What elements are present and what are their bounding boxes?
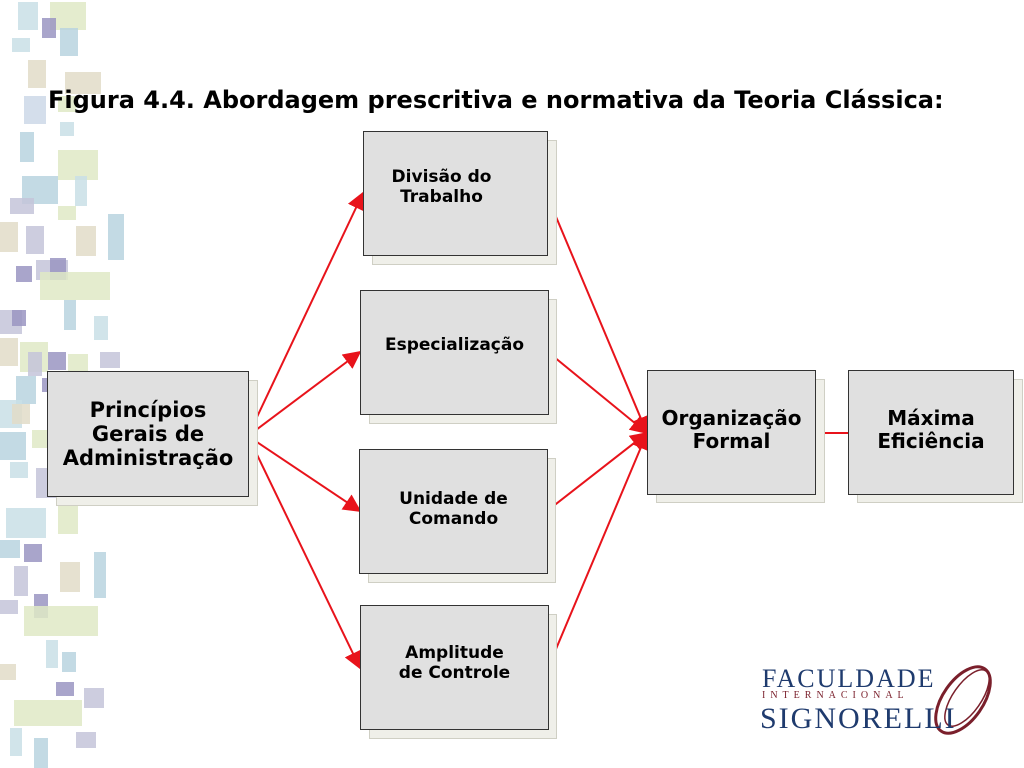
decorative-square bbox=[12, 38, 30, 52]
box-line: de Controle bbox=[398, 662, 511, 683]
box-organizacao-formal: Organização Formal bbox=[647, 370, 816, 495]
decorative-square bbox=[42, 18, 56, 38]
decorative-square bbox=[18, 2, 38, 30]
arrow-divisao-to-organizacao bbox=[545, 192, 650, 435]
decorative-square bbox=[94, 316, 108, 340]
box-line: Formal bbox=[692, 429, 771, 453]
decorative-square bbox=[0, 432, 26, 460]
decorative-square bbox=[56, 682, 74, 696]
arrow-principios-to-divisao bbox=[247, 191, 365, 437]
decorative-squares-pattern bbox=[0, 0, 135, 768]
decorative-square bbox=[32, 430, 50, 448]
decorative-square bbox=[48, 352, 66, 370]
decorative-square bbox=[75, 176, 87, 206]
box-line: Comando bbox=[408, 508, 499, 529]
decorative-square bbox=[65, 72, 101, 94]
decorative-square bbox=[60, 562, 80, 592]
box-line: Trabalho bbox=[400, 186, 483, 207]
decorative-square bbox=[0, 540, 20, 558]
decorative-square bbox=[28, 60, 46, 88]
box-line: Máxima bbox=[887, 406, 975, 430]
decorative-square bbox=[62, 652, 76, 672]
decorative-square bbox=[24, 544, 42, 562]
decorative-square bbox=[28, 352, 42, 376]
arrow-amplitude-to-organizacao bbox=[547, 431, 650, 669]
box-line: Amplitude bbox=[405, 643, 504, 663]
box-principios-gerais: Princípios Gerais de Administração bbox=[47, 371, 249, 497]
decorative-square bbox=[16, 376, 36, 404]
box-unidade-de-comando: Unidade de Comando bbox=[359, 449, 548, 574]
box-amplitude-de-controle: Amplitude de Controle bbox=[360, 605, 549, 730]
box-line: Administração bbox=[62, 446, 234, 471]
box-line: Divisão do bbox=[391, 167, 492, 187]
box-line: Organização bbox=[661, 406, 802, 430]
arrow-unidade-to-organizacao bbox=[546, 431, 649, 512]
decorative-square bbox=[24, 96, 46, 124]
logo-text-signorelli: SIGNORELLI bbox=[760, 702, 957, 735]
decorative-square bbox=[12, 310, 26, 326]
decorative-square bbox=[94, 552, 106, 598]
decorative-square bbox=[108, 214, 124, 260]
decorative-square bbox=[10, 728, 22, 756]
logo-swirl-icon bbox=[934, 665, 992, 735]
box-line: Especialização bbox=[384, 335, 525, 355]
decorative-square bbox=[50, 2, 86, 30]
decorative-square bbox=[16, 266, 32, 282]
decorative-square bbox=[12, 404, 30, 424]
decorative-square bbox=[100, 352, 120, 368]
logo-text-faculdade: FACULDADE bbox=[762, 664, 936, 693]
logo-text-internacional: INTERNACIONAL bbox=[762, 690, 909, 701]
figure-title: Figura 4.4. Abordagem prescritiva e norm… bbox=[48, 86, 944, 114]
decorative-square bbox=[6, 508, 46, 538]
decorative-square bbox=[76, 226, 96, 256]
decorative-square bbox=[24, 606, 98, 636]
arrow-principios-to-amplitude bbox=[247, 435, 362, 670]
decorative-square bbox=[58, 96, 76, 112]
box-especializacao: Especialização bbox=[360, 290, 549, 415]
decorative-square bbox=[26, 226, 44, 254]
decorative-square bbox=[0, 664, 16, 680]
decorative-square bbox=[46, 640, 58, 668]
decorative-square bbox=[0, 600, 18, 614]
box-line: Princípios bbox=[89, 397, 207, 422]
decorative-square bbox=[58, 506, 78, 534]
decorative-square bbox=[84, 688, 104, 708]
decorative-square bbox=[14, 700, 82, 726]
decorative-square bbox=[14, 566, 28, 596]
decorative-square bbox=[0, 338, 18, 366]
decorative-square bbox=[58, 206, 76, 220]
arrow-especializacao-to-organizacao bbox=[547, 351, 649, 435]
box-line: Unidade de bbox=[399, 489, 508, 509]
box-maxima-eficiencia: Máxima Eficiência bbox=[848, 370, 1014, 495]
decorative-square bbox=[60, 28, 78, 56]
decorative-square bbox=[10, 198, 34, 214]
decorative-square bbox=[20, 132, 34, 162]
box-line: Gerais de bbox=[91, 421, 205, 446]
decorative-square bbox=[40, 272, 110, 300]
decorative-square bbox=[60, 122, 74, 136]
decorative-square bbox=[34, 738, 48, 768]
decorative-square bbox=[58, 150, 98, 180]
decorative-square bbox=[68, 354, 88, 372]
decorative-square bbox=[76, 732, 96, 748]
decorative-square bbox=[10, 462, 28, 478]
decorative-square bbox=[0, 222, 18, 252]
arrow-principios-to-unidade bbox=[247, 435, 362, 513]
decorative-square bbox=[64, 300, 76, 330]
box-line: Eficiência bbox=[877, 429, 985, 453]
arrow-principios-to-especializacao bbox=[247, 350, 362, 437]
box-divisao-do-trabalho: Divisão do Trabalho bbox=[363, 131, 548, 256]
faculdade-signorelli-logo: FACULDADE INTERNACIONAL SIGNORELLI bbox=[755, 660, 1005, 745]
